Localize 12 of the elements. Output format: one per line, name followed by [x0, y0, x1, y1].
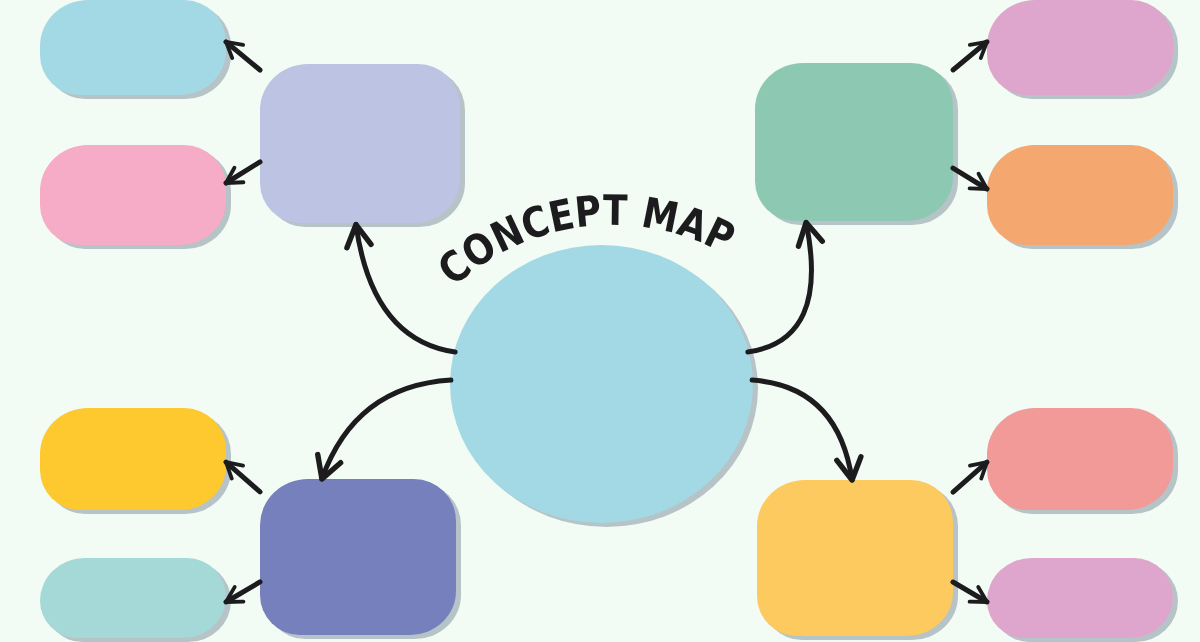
arrow: [950, 579, 990, 605]
arrow: [223, 579, 263, 605]
curved-arrow: [749, 377, 863, 483]
curved-arrow: [315, 377, 454, 482]
arrow: [223, 39, 263, 73]
arrow: [223, 459, 263, 495]
curved-arrow: [745, 219, 825, 355]
arrow: [950, 165, 990, 192]
arrow: [223, 159, 263, 186]
arrow: [950, 39, 990, 73]
curved-arrow: [344, 221, 458, 355]
arrow: [950, 459, 990, 495]
